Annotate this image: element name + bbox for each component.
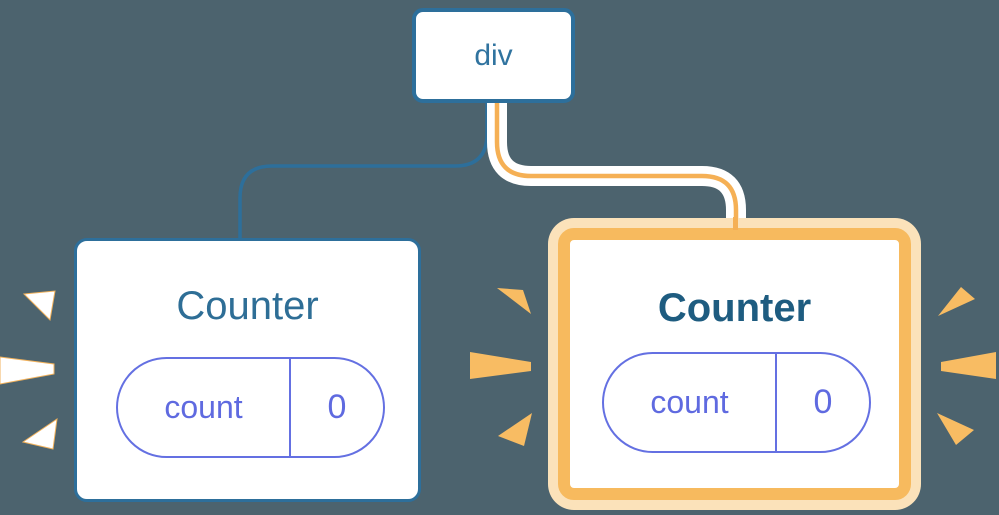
edge-div-to-right-counter-casing [487, 99, 746, 226]
spark-icon [937, 413, 974, 445]
spark-icon [498, 413, 532, 446]
node-div: div [412, 8, 575, 103]
state-value: 0 [327, 388, 347, 426]
spark-icon [22, 290, 56, 322]
edge-div-to-right-counter [494, 99, 739, 226]
spark-icon [497, 288, 531, 314]
orange-spark-burst-icon [470, 288, 532, 446]
left-counter-title: Counter [176, 284, 319, 328]
state-key-label: count [604, 354, 777, 451]
left-counter-card: Counter count 0 [74, 238, 421, 502]
spark-icon [0, 356, 55, 385]
spark-icon [21, 417, 58, 450]
spark-icon [470, 352, 531, 379]
right-counter-card: Counter count 0 [558, 228, 911, 500]
edge-stub-into-right-card [733, 217, 738, 230]
orange-spark-burst-icon [937, 287, 996, 445]
state-value: 0 [813, 383, 833, 421]
right-counter-state-pill: count 0 [602, 352, 871, 453]
spark-icon [938, 287, 975, 316]
white-spark-burst-icon [0, 290, 58, 450]
state-key-label: count [118, 359, 291, 456]
left-counter-state-pill: count 0 [116, 357, 385, 458]
right-counter-title: Counter [657, 286, 812, 330]
node-div-label: div [474, 38, 513, 72]
spark-icon [941, 352, 996, 379]
edge-div-to-left-counter [238, 103, 489, 240]
